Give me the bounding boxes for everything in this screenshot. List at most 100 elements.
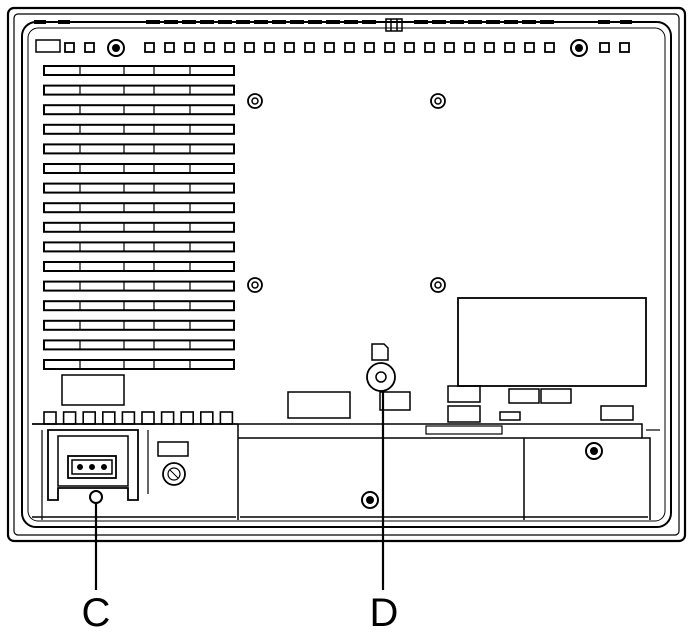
connector-ridge	[32, 411, 238, 425]
round-connector	[162, 462, 186, 486]
mounting-slot	[304, 42, 315, 53]
vent-slot	[43, 143, 235, 155]
ridge-bump	[82, 411, 96, 425]
ridge-bump	[141, 411, 155, 425]
top-edge-vents	[34, 20, 632, 24]
mounting-slot	[424, 42, 435, 53]
top-vent-dash	[414, 20, 428, 24]
mounting-slot	[244, 42, 255, 53]
callout-label-d: D	[370, 591, 399, 635]
top-vent-dash	[218, 20, 232, 24]
mounting-slot	[84, 42, 95, 53]
top-left-plate	[35, 39, 61, 53]
top-mounting-slots	[64, 42, 630, 53]
top-left-screw	[107, 39, 125, 57]
vent-slot-grid	[43, 65, 235, 370]
top-vent-dash	[182, 20, 196, 24]
bezel-outer	[6, 6, 687, 543]
bezel-mid	[13, 13, 680, 536]
mounting-slot	[144, 42, 155, 53]
vent-slot	[43, 359, 235, 370]
top-vent-dash	[598, 20, 610, 24]
label-plate	[457, 297, 647, 387]
mounting-slot	[464, 42, 475, 53]
ridge-bump	[200, 411, 214, 425]
boss-inner	[434, 281, 442, 289]
top-vent-dash	[362, 20, 376, 24]
vent-slot	[43, 339, 235, 351]
callout-leader-c	[89, 490, 103, 590]
boss-outer	[430, 277, 446, 293]
mounting-slot	[504, 42, 515, 53]
boss-outer	[247, 277, 263, 293]
mounting-slot	[324, 42, 335, 53]
mounting-slot	[64, 42, 75, 53]
top-vent-dash	[326, 20, 340, 24]
top-right-screw	[570, 39, 588, 57]
mounting-slot	[164, 42, 175, 53]
small-components	[61, 343, 634, 457]
bottom-screw-center	[361, 491, 379, 509]
vent-slot	[43, 202, 235, 214]
top-vent-dash	[164, 20, 178, 24]
top-vent-dash	[236, 20, 250, 24]
top-vent-dash	[254, 20, 268, 24]
mounting-slot	[404, 42, 415, 53]
mounting-slot	[444, 42, 455, 53]
vent-slot	[43, 65, 235, 76]
mounting-slot	[224, 42, 235, 53]
boss-inner	[251, 97, 259, 105]
ridge-bump	[180, 411, 194, 425]
top-vent-dash	[58, 20, 70, 24]
mounting-slot	[364, 42, 375, 53]
mounting-slot	[204, 42, 215, 53]
top-vent-dash	[308, 20, 322, 24]
top-vent-dash	[486, 20, 500, 24]
connector-bay	[32, 423, 660, 520]
bottom-screw-right	[585, 442, 603, 460]
ridge-bump	[102, 411, 116, 425]
mounting-slot	[344, 42, 355, 53]
boss-inner	[251, 281, 259, 289]
vent-slot	[43, 221, 235, 233]
ridge-bump	[160, 411, 175, 425]
mounting-slot	[184, 42, 195, 53]
bezel-inner-2	[27, 27, 666, 522]
top-vent-dash	[146, 20, 160, 24]
top-vent-dash	[540, 20, 554, 24]
mounting-bosses	[247, 93, 446, 293]
vent-slot	[43, 84, 235, 96]
boss-outer	[430, 93, 446, 109]
top-vent-dash	[620, 20, 632, 24]
top-vent-dash	[522, 20, 536, 24]
vent-slot	[43, 241, 235, 253]
top-vent-dash	[290, 20, 304, 24]
top-vent-dash	[504, 20, 518, 24]
vent-slot	[43, 163, 235, 174]
top-vent-dash	[34, 20, 46, 24]
callout-label-c: C	[82, 591, 111, 635]
boss-outer	[247, 93, 263, 109]
ridge-bump	[62, 411, 77, 425]
vent-slot	[43, 280, 235, 292]
vent-slot	[43, 123, 235, 135]
mounting-slot	[384, 42, 395, 53]
vent-slot	[43, 261, 235, 272]
mounting-slot	[544, 42, 555, 53]
ridge-bump	[219, 411, 234, 425]
top-vent-dash	[200, 20, 214, 24]
mounting-slot	[599, 42, 610, 53]
mounting-slot	[619, 42, 630, 53]
vent-slot	[43, 319, 235, 331]
mounting-slot	[484, 42, 495, 53]
top-vent-dash	[432, 20, 446, 24]
top-vent-dash	[272, 20, 286, 24]
top-vent-dash	[450, 20, 464, 24]
ridge-bump	[43, 411, 57, 425]
top-vent-dash	[344, 20, 358, 24]
mounting-slot	[524, 42, 535, 53]
top-clip	[385, 18, 403, 32]
mounting-slot	[284, 42, 295, 53]
bezel-inner	[21, 21, 672, 528]
